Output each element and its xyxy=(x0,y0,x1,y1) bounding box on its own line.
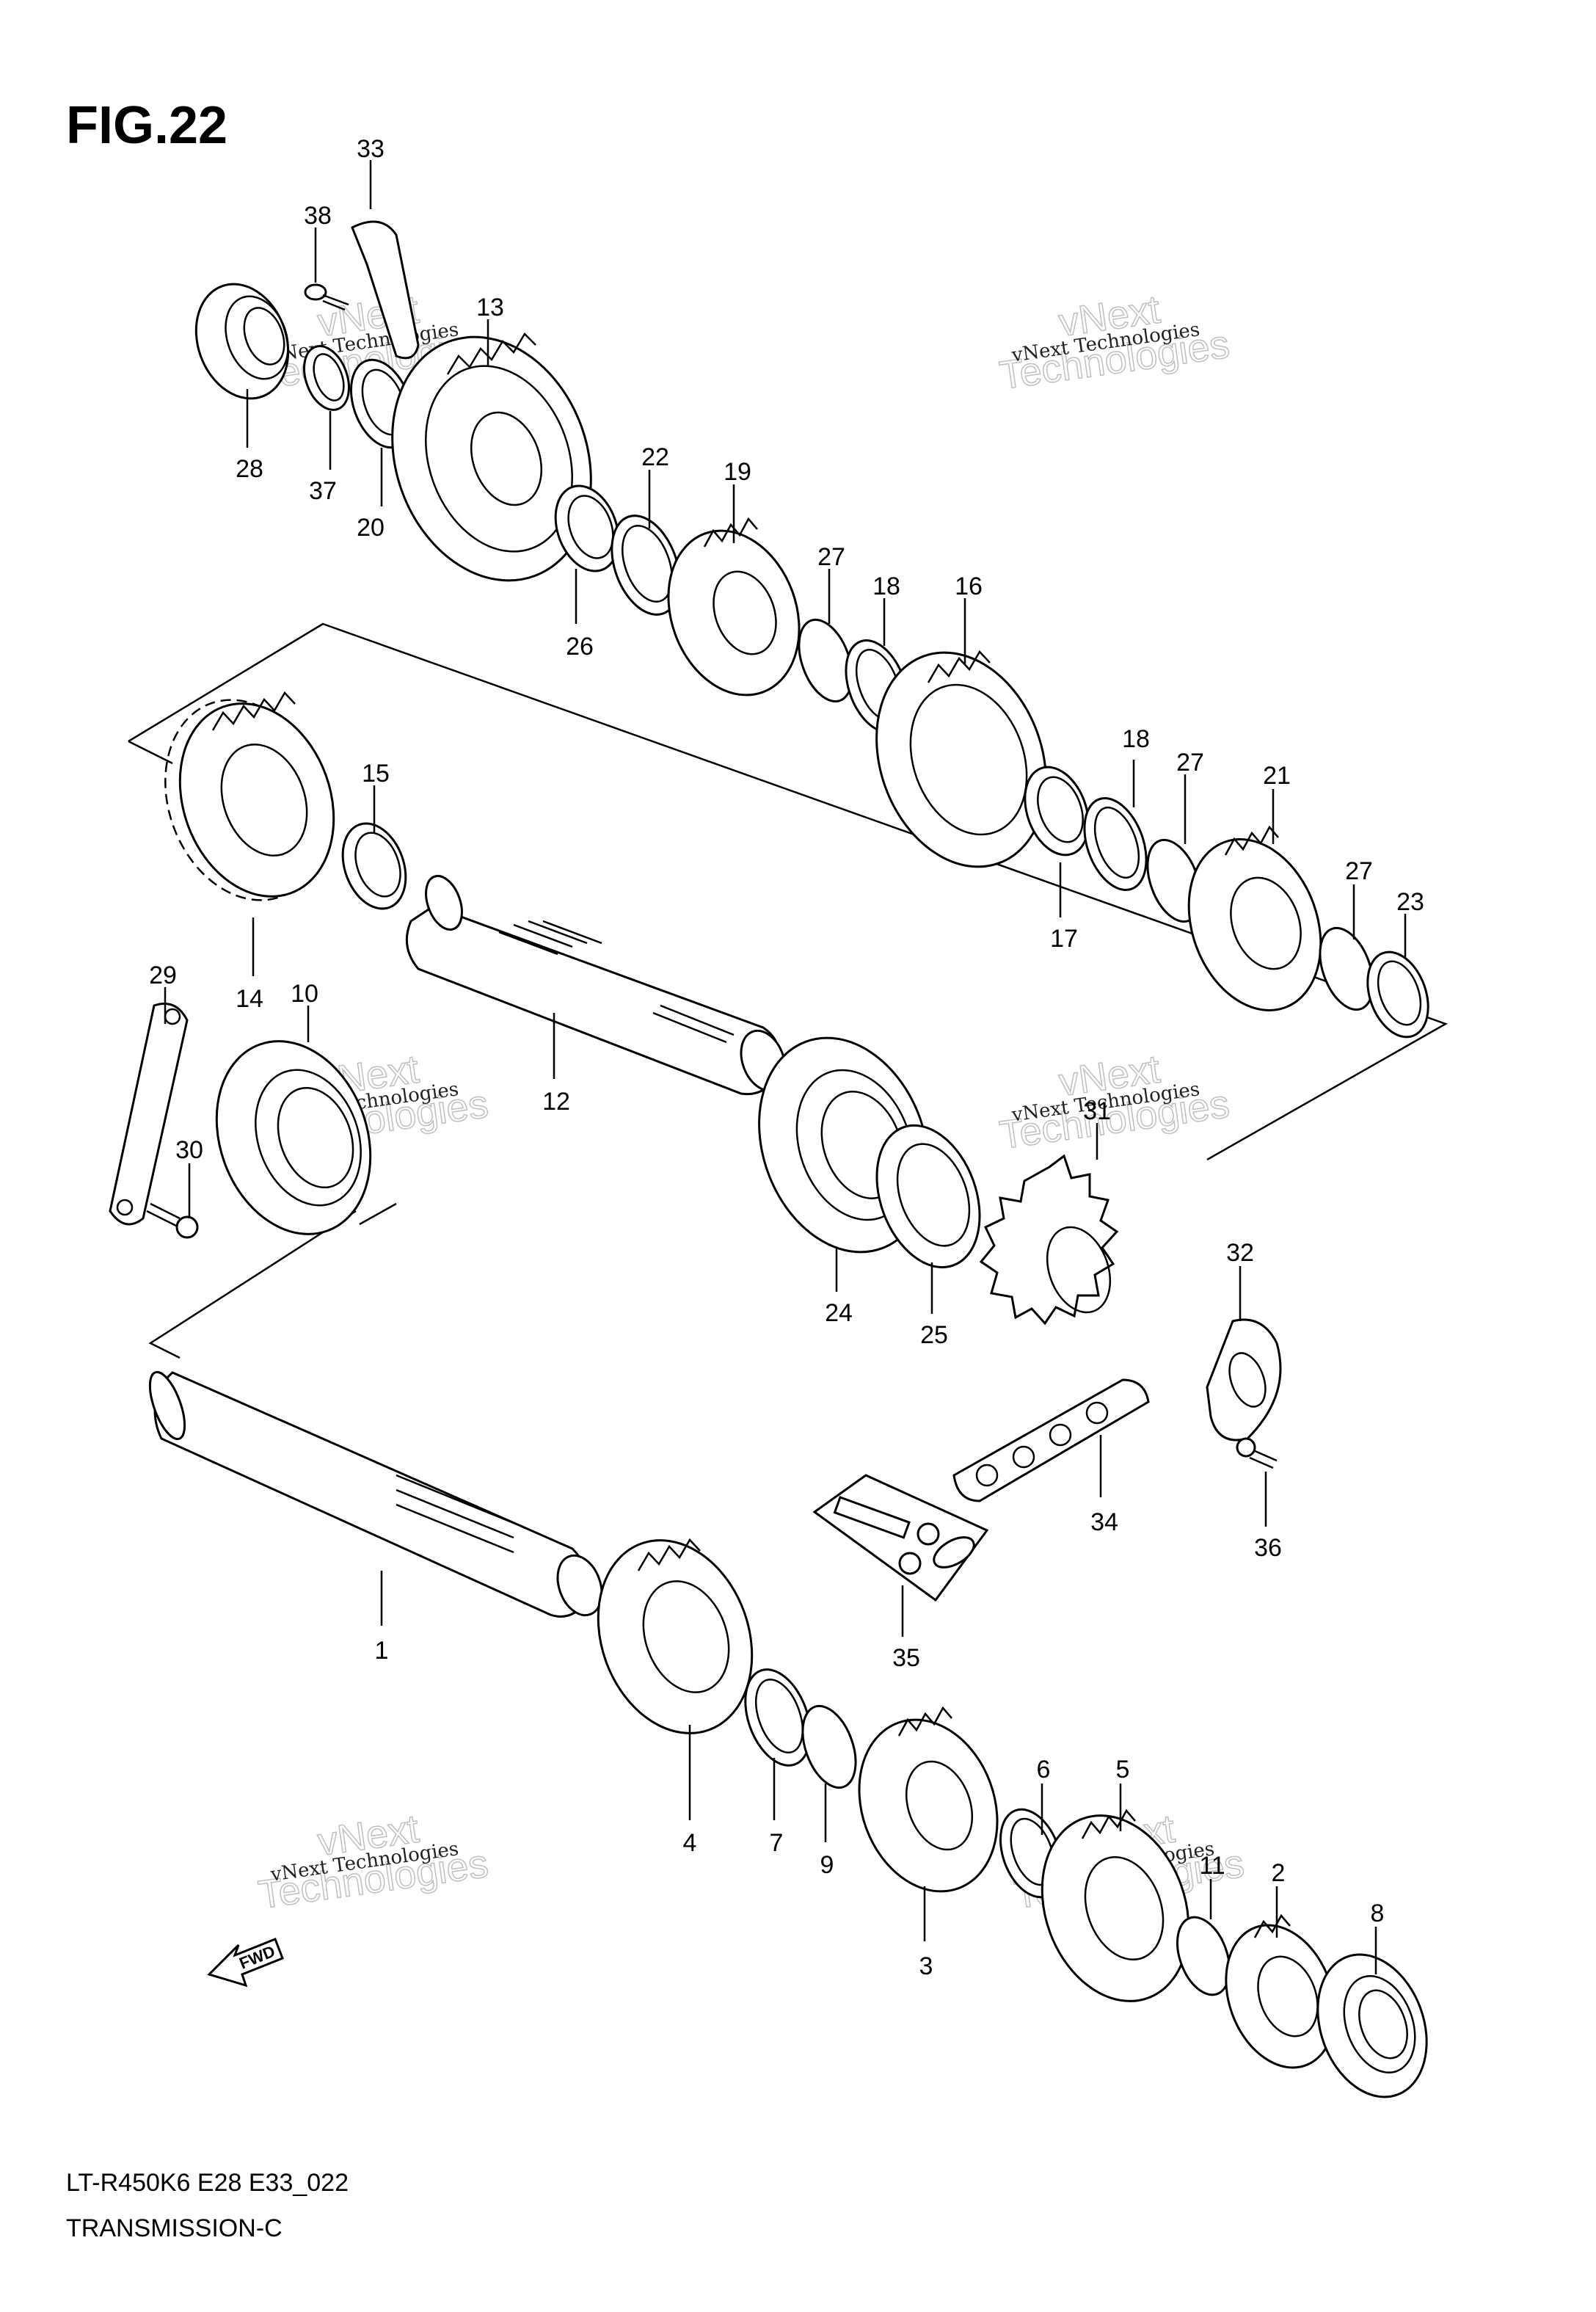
callout-2: 2 xyxy=(1272,1859,1286,1887)
chain-33 xyxy=(952,1378,1150,1502)
gear-4 xyxy=(597,1538,754,1734)
callout-labels: 33 38 13 28 37 20 22 19 26 27 18 16 18 2… xyxy=(149,135,1424,1980)
callout-11: 11 xyxy=(1199,1852,1225,1880)
callout-6: 6 xyxy=(1037,1756,1051,1784)
callout-34: 35 xyxy=(892,1644,920,1672)
circlip-11 xyxy=(1176,1916,1231,1996)
callout-26: 26 xyxy=(566,633,594,661)
callout-14: 14 xyxy=(236,985,263,1013)
callout-8: 8 xyxy=(1371,1900,1385,1927)
callout-22: 22 xyxy=(641,443,669,471)
watermark-5: Technologies vNext vNext Technologies xyxy=(255,1806,492,1918)
callout-35: 36 xyxy=(1254,1534,1282,1562)
callout-18-b: 18 xyxy=(1122,725,1150,753)
callout-21: 20 xyxy=(357,514,385,542)
bearing-8 xyxy=(1316,1953,1428,2098)
figure-title: FIG.22 xyxy=(66,96,227,155)
gear-3 xyxy=(858,1706,999,1893)
callout-20: 21 xyxy=(1263,762,1291,790)
callout-27-c: 27 xyxy=(1345,857,1373,885)
callout-32: 32 xyxy=(1226,1239,1254,1267)
model-code: LT-R450K6 E28 E33_022 xyxy=(66,2169,349,2197)
driveshaft-1 xyxy=(148,1370,603,1618)
bearing-28 xyxy=(194,283,290,400)
plate-36 xyxy=(351,220,420,360)
circlip-27-c xyxy=(1319,926,1374,1011)
washer-23 xyxy=(1366,950,1429,1039)
callout-13: 13 xyxy=(476,294,504,321)
washer-7 xyxy=(744,1668,812,1767)
callout-23: 23 xyxy=(1396,888,1424,916)
callout-31: 31 xyxy=(1083,1097,1111,1125)
bolt-35 xyxy=(1236,1437,1278,1469)
bearing-17 xyxy=(1024,766,1090,857)
gear-16 xyxy=(875,650,1047,868)
callout-24: 24 xyxy=(825,1299,853,1327)
callout-4: 4 xyxy=(683,1829,697,1857)
washer-22 xyxy=(611,515,681,616)
leader-lines xyxy=(164,160,1407,1974)
callout-38: 38 xyxy=(304,202,332,230)
washer-18-b xyxy=(1083,797,1148,891)
callout-9: 9 xyxy=(820,1851,834,1879)
assembly-frame xyxy=(128,622,1448,1359)
callout-10: 10 xyxy=(291,980,318,1008)
screw-38 xyxy=(304,283,349,311)
callout-1: 1 xyxy=(375,1637,389,1665)
screw-30 xyxy=(146,1202,199,1239)
gear-19 xyxy=(667,517,801,697)
plate-29 xyxy=(109,1003,189,1226)
joint-kit-34 xyxy=(812,1474,989,1602)
callout-36: 33 xyxy=(357,135,385,163)
callout-27-a: 27 xyxy=(817,543,845,571)
plate-32 xyxy=(1206,1318,1282,1442)
callout-30: 30 xyxy=(175,1136,203,1164)
diagram-caption: TRANSMISSION-C xyxy=(66,2214,283,2242)
callout-28: 28 xyxy=(236,455,263,483)
bushing-15 xyxy=(341,822,407,910)
bearing-26 xyxy=(554,484,620,572)
callout-18-a: 18 xyxy=(872,572,900,600)
callout-15: 15 xyxy=(362,760,390,788)
callout-25: 25 xyxy=(920,1321,948,1349)
gear-2 xyxy=(1225,1913,1336,2069)
callout-7: 7 xyxy=(770,1829,784,1857)
gear-20 xyxy=(1187,825,1322,1011)
callout-12: 12 xyxy=(542,1088,570,1116)
callout-19: 19 xyxy=(724,458,751,486)
callout-3: 3 xyxy=(919,1952,933,1980)
bearing-10 xyxy=(215,1040,372,1235)
callout-5: 5 xyxy=(1116,1756,1130,1784)
callout-27-b: 27 xyxy=(1176,749,1204,777)
circlip-27-a xyxy=(798,618,853,703)
countershaft-12 xyxy=(405,875,787,1096)
watermark-4: Technologies vNext vNext Technologies xyxy=(996,1047,1233,1158)
callout-17: 17 xyxy=(1050,925,1078,953)
seal-25 xyxy=(875,1124,981,1269)
callout-16: 16 xyxy=(955,572,983,600)
gear-5 xyxy=(1041,1808,1190,2002)
circlip-9 xyxy=(801,1704,857,1789)
callout-33: 34 xyxy=(1090,1508,1118,1536)
callout-37: 37 xyxy=(309,477,337,505)
gear-13 xyxy=(391,332,592,582)
fwd-arrow-icon: FWD xyxy=(207,1938,284,1988)
watermark-2: Technologies vNext vNext Technologies xyxy=(996,287,1233,399)
gear-14 xyxy=(164,691,335,901)
callout-29: 29 xyxy=(149,961,177,989)
sprocket-31 xyxy=(979,1154,1119,1326)
washer-37 xyxy=(303,345,350,411)
